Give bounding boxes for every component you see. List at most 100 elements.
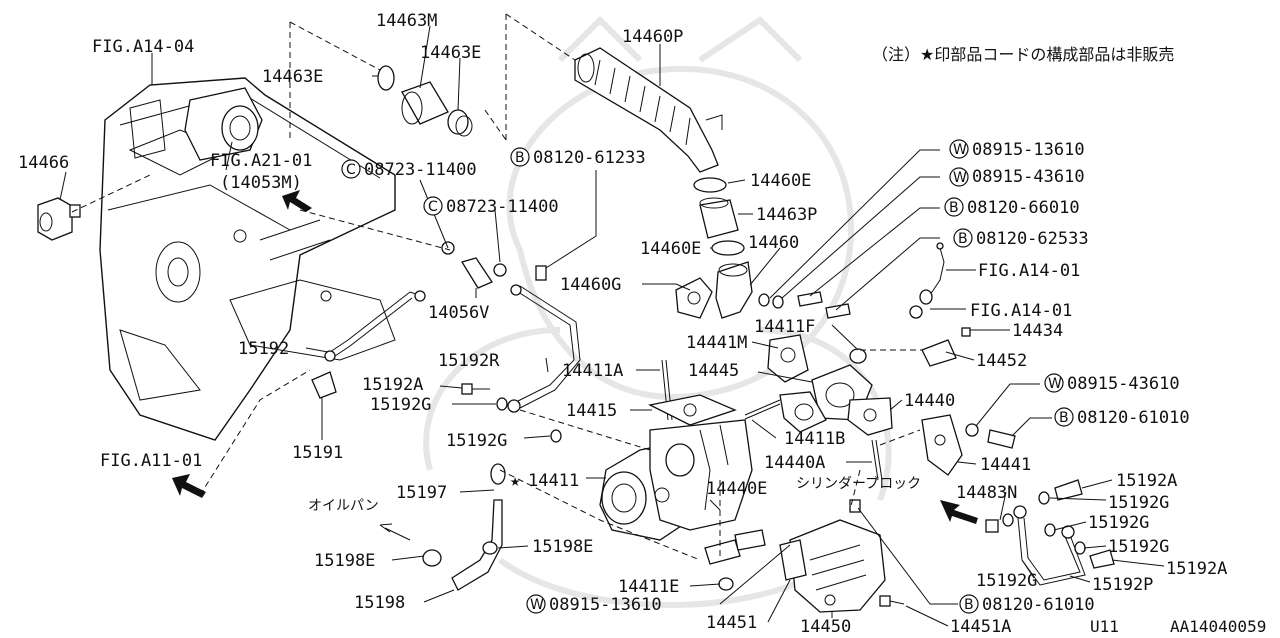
washer-08915-43610-b xyxy=(965,423,979,437)
label-fig-a11-01: FIG.A11-01 xyxy=(100,451,202,471)
oil-feed-pipe-15192 xyxy=(324,290,426,362)
label-14451: 14451 xyxy=(706,613,757,633)
label-14452: 14452 xyxy=(976,351,1027,371)
label-15198E-b: 15198E xyxy=(532,537,593,557)
intake-duct-14460P xyxy=(574,47,723,173)
label-14441: 14441 xyxy=(980,455,1031,475)
hose-clamp-14463E-right xyxy=(447,109,473,137)
hose-clamp-14460E-a xyxy=(693,177,727,193)
label-14434: 14434 xyxy=(1012,321,1063,341)
label-w08915-13610-a: 08915-13610 xyxy=(972,140,1085,160)
stud-14440A xyxy=(871,439,883,481)
label-15197: 15197 xyxy=(396,483,447,503)
figure-references: FIG.A14-04 FIG.A21-01 (14053M) FIG.A11-0… xyxy=(92,37,1080,471)
hose-14463P xyxy=(699,197,739,239)
label-w08915-13610-b: 08915-13610 xyxy=(549,595,662,615)
bolt-08120-62533 xyxy=(825,303,851,319)
badge-c-08723-b: C xyxy=(428,199,438,215)
bolt-08120-61010-b xyxy=(849,499,861,513)
label-14411A: 14411A xyxy=(562,361,623,381)
label-14411: 14411 xyxy=(528,471,579,491)
engine-assembly xyxy=(99,77,396,441)
label-15192R: 15192R xyxy=(438,351,500,371)
bolt-15192A-c xyxy=(1089,549,1115,569)
label-14466: 14466 xyxy=(18,153,69,173)
direction-arrows xyxy=(172,190,978,541)
label-15192G-e: 15192G xyxy=(1108,537,1169,557)
badge-w-08915-43610-a: W xyxy=(953,170,967,186)
label-14451A: 14451A xyxy=(950,617,1011,637)
figure-note: （注）★印部品コードの構成部品は非販売 xyxy=(872,45,1174,64)
gasket-14445-b xyxy=(779,391,827,433)
washer-15192G-b xyxy=(550,429,562,443)
part-number-labels: 14463M 14463E 14463E 14460P 14466 08723-… xyxy=(18,11,1227,637)
elbow-pipe-14460 xyxy=(715,261,753,319)
oil-pipe-15192P xyxy=(1013,505,1086,586)
part-14466-bushing xyxy=(37,197,81,241)
badge-b-08120-62533: B xyxy=(958,231,968,247)
label-c08723-11400-a: 08723-11400 xyxy=(364,160,477,180)
washer-15192G-e xyxy=(1044,523,1056,537)
bolt-14434 xyxy=(961,327,971,337)
label-14440A: 14440A xyxy=(764,453,825,473)
label-15192A-b: 15192A xyxy=(1116,471,1177,491)
label-14460: 14460 xyxy=(748,233,799,253)
label-14440: 14440 xyxy=(904,391,955,411)
label-14445: 14445 xyxy=(688,361,739,381)
oil-return-hose-15198 xyxy=(422,463,506,591)
label-14411E: 14411E xyxy=(618,577,679,597)
circled-badges: C C B W W B B W B W B xyxy=(341,139,1074,614)
bracket-14451 xyxy=(779,539,807,581)
badge-w-08915-13610-b: W xyxy=(530,597,544,613)
label-15192G-f: 15192G xyxy=(976,571,1037,591)
bracket-14452 xyxy=(921,339,957,367)
label-oil-pan: オイルパン xyxy=(308,498,379,514)
label-15192P: 15192P xyxy=(1092,575,1153,595)
washer-15192G-f xyxy=(1074,541,1086,555)
gasket-14440E xyxy=(704,529,766,565)
label-b08120-62533: 08120-62533 xyxy=(976,229,1089,249)
label-15198: 15198 xyxy=(354,593,405,613)
bracket-14441 xyxy=(921,414,963,476)
nut-14411F xyxy=(849,348,867,364)
label-14463E-right: 14463E xyxy=(420,43,481,63)
label-14463P: 14463P xyxy=(756,205,817,225)
sensor-pipe-fig-a14-01 xyxy=(909,242,945,319)
label-14460E-a: 14460E xyxy=(750,171,811,191)
label-cylinder-block: シリンダーブロック xyxy=(796,475,921,492)
label-15192G-d: 15192G xyxy=(1088,513,1149,533)
label-w08915-43610-b: 08915-43610 xyxy=(1067,374,1180,394)
label-b08120-61010-b: 08120-61010 xyxy=(982,595,1095,615)
label-b08120-66010: 08120-66010 xyxy=(967,198,1080,218)
pipe-14440 xyxy=(847,397,893,436)
bolt-08120-61010-a xyxy=(987,429,1016,449)
nut-14411E xyxy=(718,577,734,591)
gasket-14415 xyxy=(648,394,737,426)
label-c08723-11400-b: 08723-11400 xyxy=(446,197,559,217)
label-15192A-a: 15192A xyxy=(362,375,423,395)
badge-b-08120-61233: B xyxy=(515,150,525,166)
badge-b-08120-66010: B xyxy=(949,200,959,216)
label-fig-a14-01-a: FIG.A14-01 xyxy=(978,261,1080,281)
washer-15192G-c xyxy=(1038,491,1050,505)
label-14441M: 14441M xyxy=(686,333,747,353)
bolt-08120-66010 xyxy=(797,291,823,307)
label-15191: 15191 xyxy=(292,443,343,463)
label-14415: 14415 xyxy=(566,401,617,421)
label-15192: 15192 xyxy=(238,339,289,359)
badge-w-08915-13610-a: W xyxy=(953,142,967,158)
leader-lines xyxy=(59,25,1165,627)
label-b08120-61233: 08120-61233 xyxy=(533,148,646,168)
label-15192G-b: 15192G xyxy=(446,431,507,451)
gasket-14460G xyxy=(675,277,713,319)
badge-b-08120-61010-a: B xyxy=(1059,410,1069,426)
heat-shield-14450 xyxy=(789,519,886,613)
label-14460P: 14460P xyxy=(622,27,683,47)
label-fig-a14-01-b: FIG.A14-01 xyxy=(970,301,1072,321)
label-14463E-left: 14463E xyxy=(262,67,323,87)
footer-u11: U11 xyxy=(1090,617,1119,636)
star-mark: ★ xyxy=(510,471,520,491)
badge-c-08723-a: C xyxy=(346,162,356,178)
washer-08915-43610-a xyxy=(772,295,784,309)
